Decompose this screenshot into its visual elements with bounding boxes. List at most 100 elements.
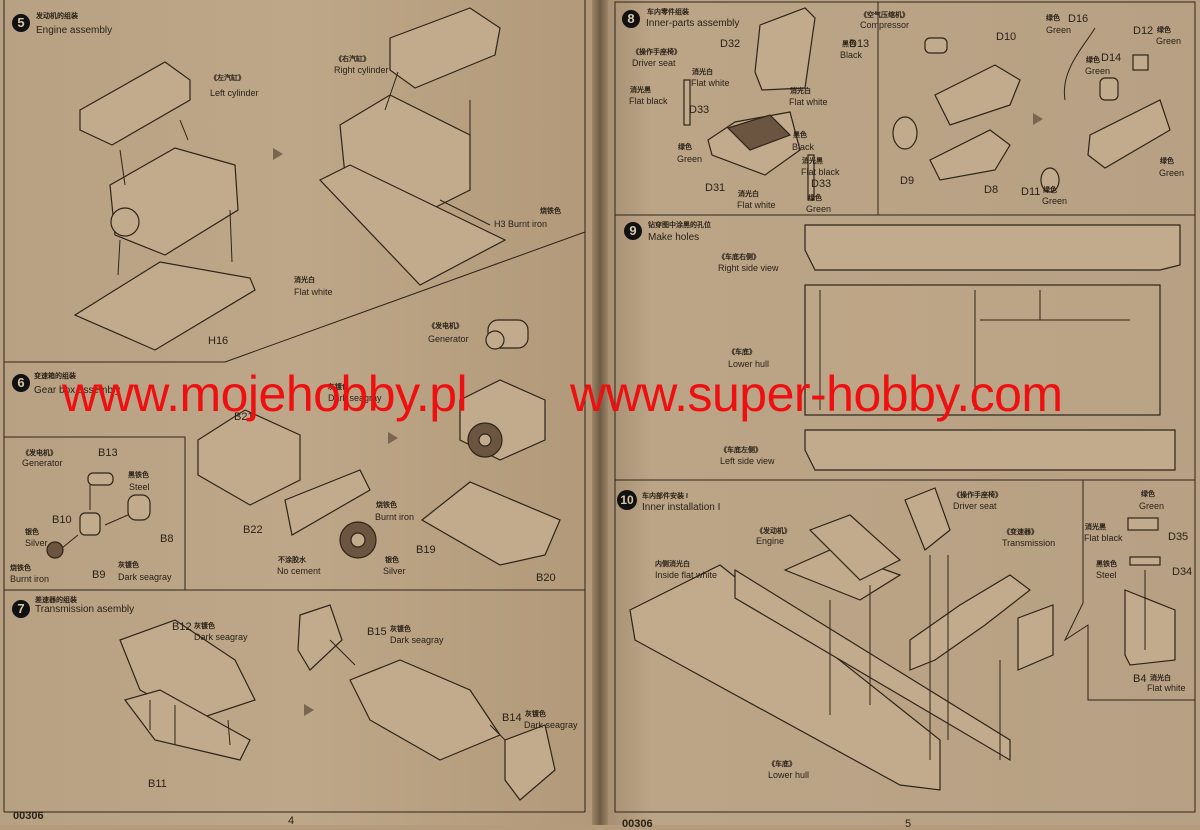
- part-number-d34: D34: [1172, 566, 1193, 578]
- paint-label-cn: 绿色: [808, 195, 822, 202]
- driver-seat-label: Driver seat: [953, 501, 997, 511]
- generator-label: Generator: [22, 458, 63, 468]
- silver-label: Silver: [383, 566, 406, 576]
- flat-white-label: Flat white: [737, 200, 776, 210]
- part-number-d33: D33: [689, 104, 710, 116]
- dark-seagray-label: Dark seagray: [194, 632, 248, 642]
- part-label-cn: 《车底》: [768, 761, 796, 768]
- paint-label-cn: 黑铁色: [128, 472, 149, 479]
- paint-label-cn: 灰镀色: [525, 711, 546, 718]
- right-side-view-label: Right side view: [718, 263, 779, 273]
- part-label-cn: 《操作手座椅》: [632, 49, 681, 56]
- engine-label: Engine: [756, 536, 785, 546]
- part-label-cn: 《操作手座椅》: [953, 492, 1002, 499]
- flat-white-label: Flat white: [691, 78, 730, 88]
- step-title-cn: 差速器的组装: [35, 597, 77, 604]
- paint-label-cn: 绿色: [1160, 158, 1174, 165]
- part-number-b9: B9: [92, 569, 106, 581]
- paint-label-cn: 消光白: [790, 88, 811, 95]
- black-label: Black: [840, 50, 863, 60]
- paint-label-cn: 消光白: [294, 277, 315, 284]
- part-number-b4: B4: [1133, 673, 1147, 685]
- flat-white-label: Flat white: [1147, 683, 1186, 693]
- paint-label-cn: 绿色: [1157, 27, 1171, 34]
- dark-seagray-label: Dark seagray: [328, 393, 382, 403]
- part-number-b19: B19: [416, 544, 436, 556]
- part-number-d33: D33: [811, 178, 832, 190]
- page-number: 4: [288, 815, 295, 827]
- green-label: Green: [1042, 196, 1068, 206]
- paint-label-cn: 烧铁色: [10, 565, 31, 572]
- paint-label-cn: 黑色: [793, 132, 807, 139]
- step-title-cn: 车内部件安装 I: [642, 493, 688, 500]
- steel-label: Steel: [129, 482, 150, 492]
- paint-label-cn: 消光白: [738, 191, 759, 198]
- step-number-badge: 6: [12, 374, 30, 392]
- part-number-b11: B11: [148, 778, 167, 790]
- part-number-d35: D35: [1168, 531, 1189, 543]
- paint-label-cn: 烧铁色: [376, 502, 397, 509]
- part-label-cn: 《发电机》: [428, 323, 463, 330]
- part-number-b15: B15: [367, 626, 387, 638]
- generator-label: Generator: [428, 334, 469, 344]
- part-label-cn: 《发电机》: [22, 450, 57, 457]
- flat-black-label: Flat black: [1084, 533, 1123, 543]
- part-number-d10: D10: [996, 31, 1017, 43]
- dark-seagray-label: Dark seagray: [524, 720, 578, 730]
- paint-label-cn: 银色: [25, 529, 39, 536]
- paint-label-cn: 灰镀色: [328, 384, 349, 391]
- paint-label-cn: 消光白: [692, 69, 713, 76]
- step-number-badge: 9: [624, 222, 642, 240]
- part-number-d11: D11: [1021, 186, 1041, 198]
- left-cylinder-label: Left cylinder: [210, 88, 259, 98]
- paint-label-cn: 绿色: [678, 144, 692, 151]
- part-number-b12: B12: [172, 621, 192, 633]
- lower-hull-label: Lower hull: [768, 770, 810, 780]
- part-number-h16: H16: [208, 335, 229, 347]
- paint-label-cn: 灰镀色: [194, 623, 215, 630]
- h3-burnt-iron-label: H3 Burnt iron: [494, 219, 548, 229]
- paint-label-cn: 灰镀色: [118, 562, 139, 569]
- part-number-b14: B14: [502, 712, 522, 724]
- step-title-cn: 钻穿图中涂黑的孔位: [648, 222, 711, 229]
- step-number-badge: 5: [12, 14, 30, 32]
- paint-label-cn: 消光黑: [802, 158, 823, 165]
- part-number-d8: D8: [984, 184, 999, 196]
- part-number-d31: D31: [705, 182, 726, 194]
- part-number-b10: B10: [52, 514, 72, 526]
- flat-white-label: Flat white: [789, 97, 828, 107]
- green-label: Green: [1085, 66, 1111, 76]
- paint-label-cn: 消光白: [1150, 675, 1171, 682]
- flat-white-label: Flat white: [294, 287, 333, 297]
- dark-seagray-label: Dark seagray: [390, 635, 444, 645]
- paint-label-cn: 黑色: [842, 41, 856, 48]
- black-label: Black: [792, 142, 815, 152]
- paint-label-cn: 绿色: [1086, 57, 1100, 64]
- step-title-cn: 发动机的组装: [36, 13, 78, 20]
- note-cn: 不涂胶水: [278, 557, 306, 564]
- inside-flat-white-label: Inside flat white: [655, 570, 718, 580]
- paint-label-cn: 烧铁色: [540, 208, 561, 215]
- green-label: Green: [1046, 25, 1072, 35]
- paint-label-cn: 灰镀色: [390, 626, 411, 633]
- driver-seat-label: Driver seat: [632, 58, 676, 68]
- watermark-super-hobby: www.super-hobby.com: [570, 366, 1063, 422]
- paint-label-cn: 绿色: [1141, 491, 1155, 498]
- no-cement-label: No cement: [277, 566, 321, 576]
- step-title: Engine assembly: [36, 25, 113, 36]
- part-number-b8: B8: [160, 533, 174, 545]
- step-number-badge: 10: [617, 490, 637, 510]
- right-cylinder-label: Right cylinder: [334, 65, 389, 75]
- step-title-cn: 车内零件组装: [647, 9, 689, 16]
- part-number-d16: D16: [1068, 13, 1089, 25]
- step-title: Inner-parts assembly: [646, 18, 740, 29]
- part-number-d9: D9: [900, 175, 915, 187]
- part-number-d13: D13: [849, 38, 870, 50]
- paint-label-cn: 内侧消光白: [655, 561, 690, 568]
- page-number: 5: [905, 818, 912, 830]
- step-title: Transmission asembly: [35, 604, 135, 615]
- green-label: Green: [806, 204, 832, 214]
- green-label: Green: [1156, 36, 1182, 46]
- part-number-b13: B13: [98, 447, 118, 459]
